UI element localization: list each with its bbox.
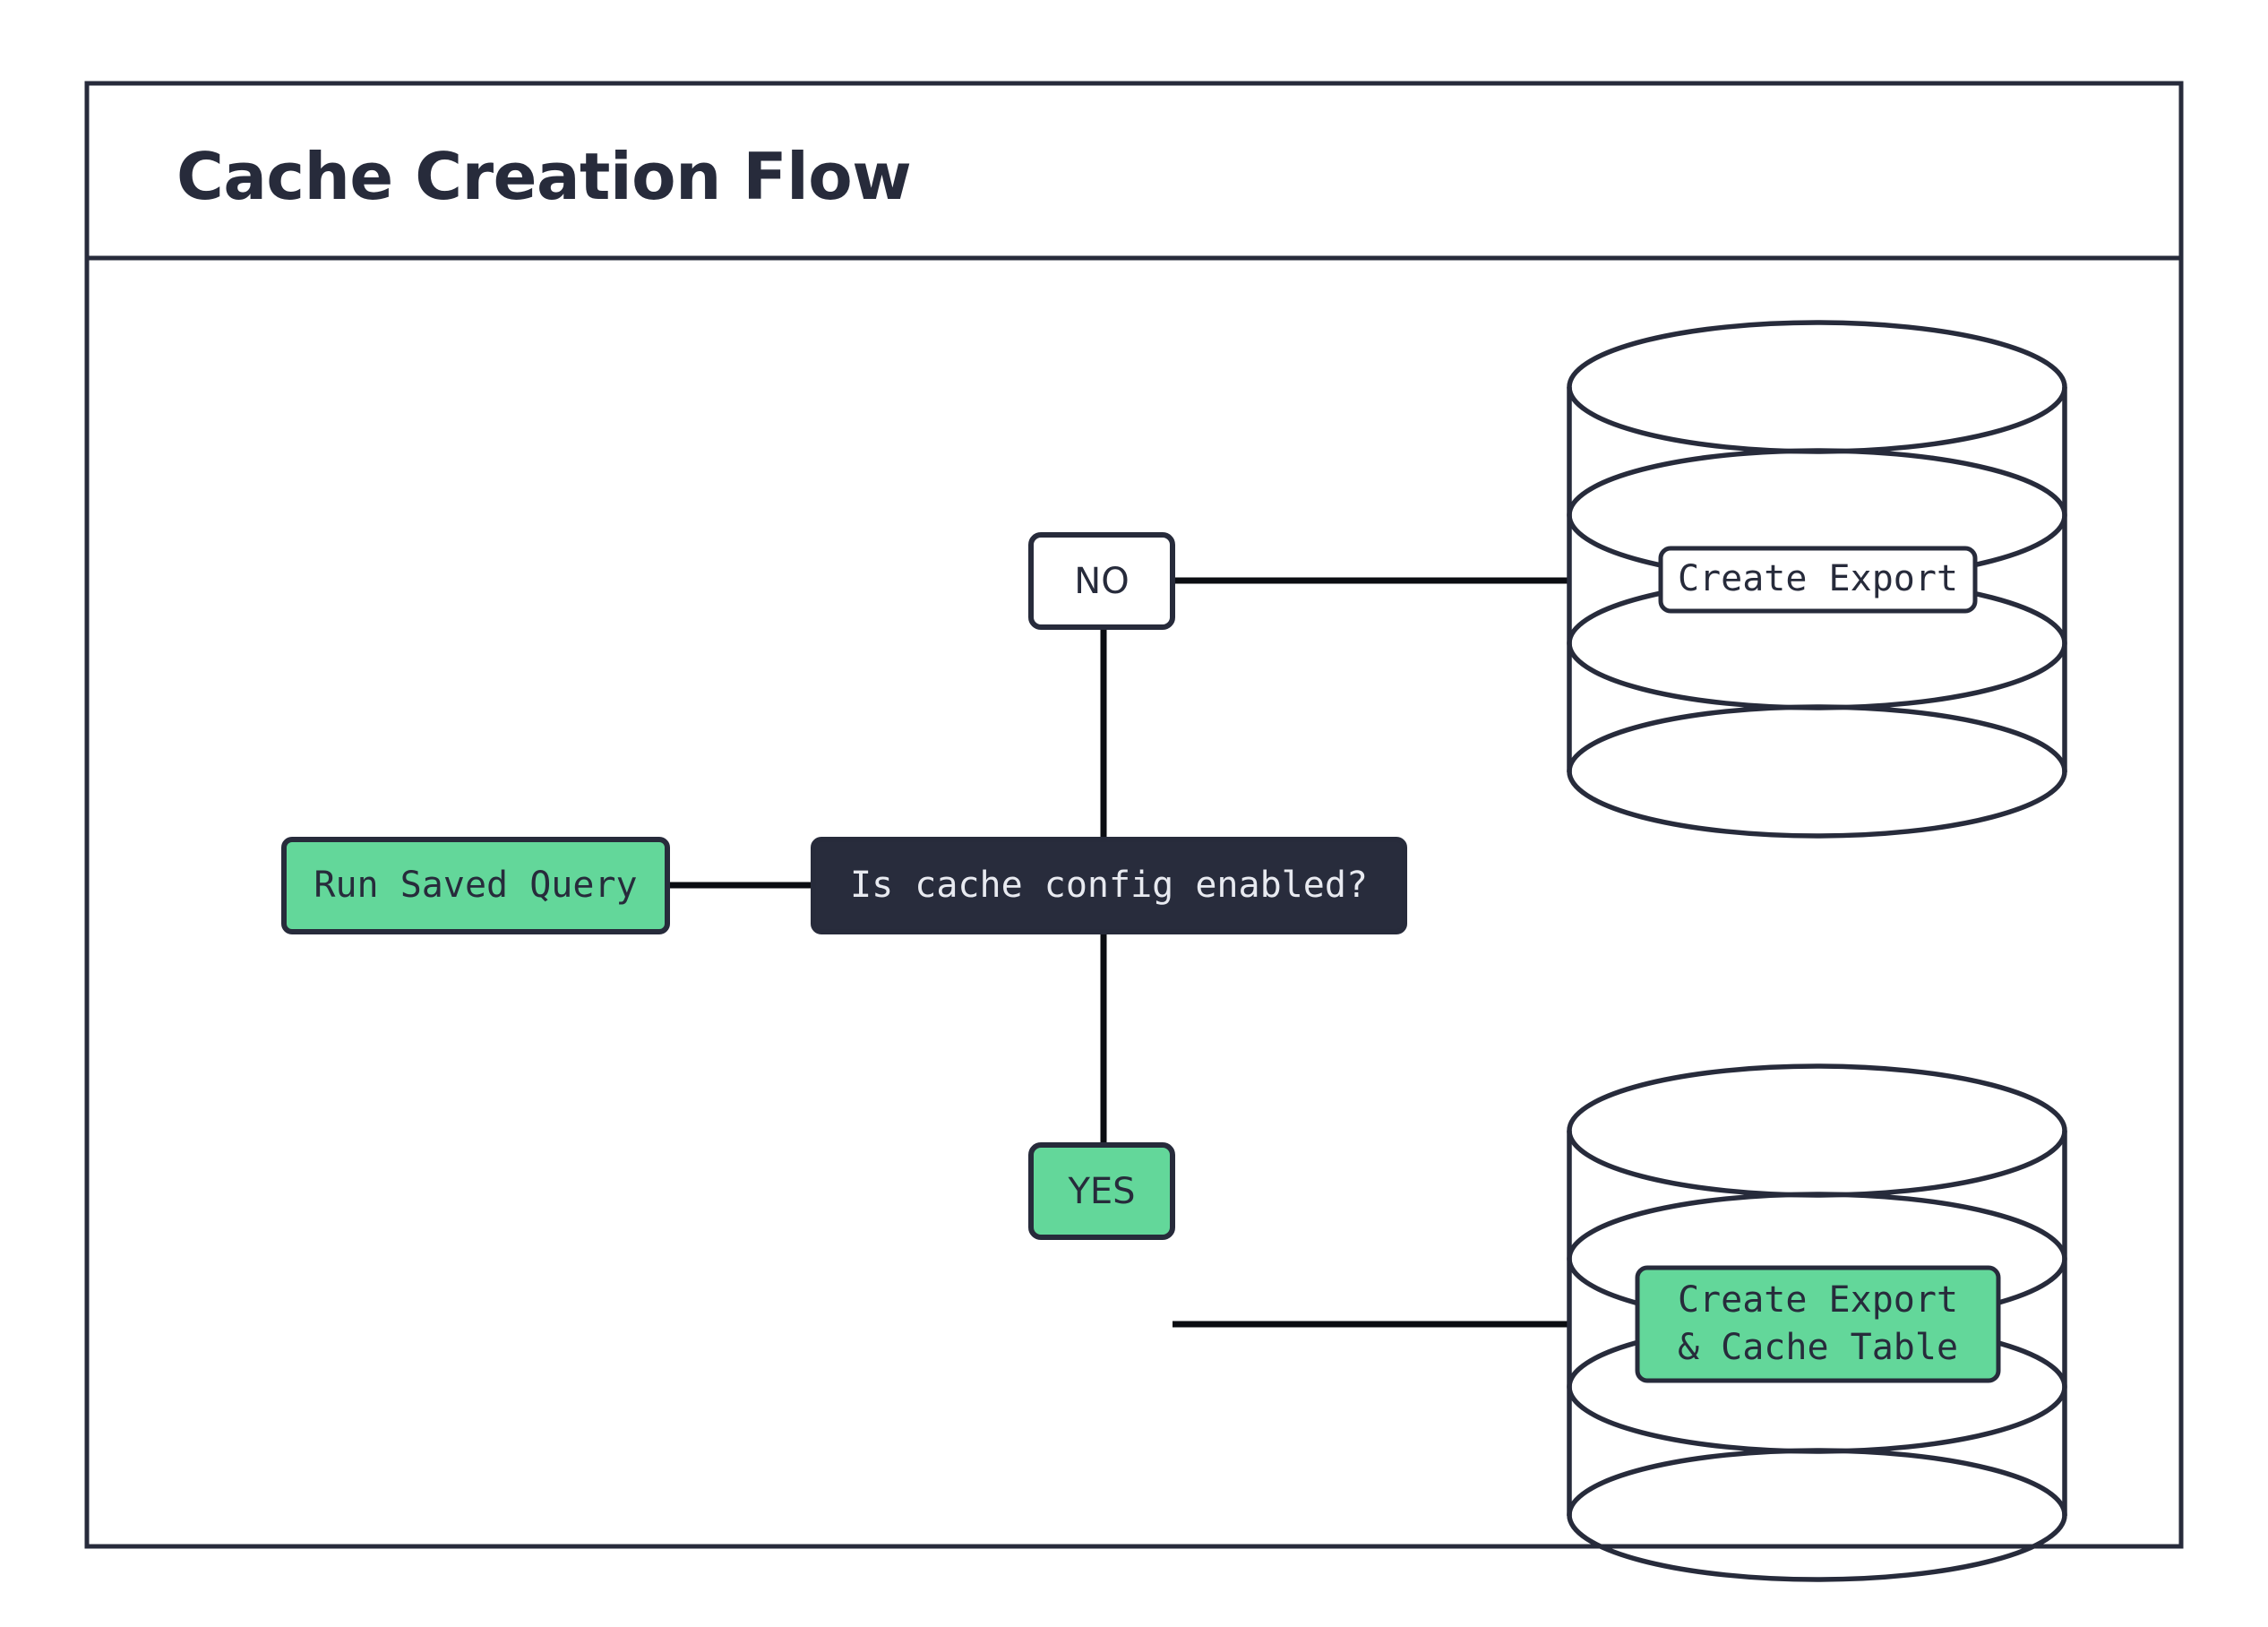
branch-no-box[interactable] (1028, 532, 1175, 630)
database-export-cache-label-line-2: & Cache Table (1678, 1327, 1958, 1368)
branch-yes-label: YES (1067, 1171, 1135, 1212)
database-export-cylinder: Create Export (1567, 320, 2067, 839)
branch-yes-box[interactable] (1028, 1142, 1175, 1240)
node-branch-no[interactable]: NO (1028, 532, 1175, 630)
database-export-cache-label-box (1635, 1265, 2001, 1383)
branch-no-label: NO (1074, 561, 1129, 602)
node-decision-cache-config[interactable]: Is cache config enabled? (811, 837, 1407, 934)
run-saved-query-label: Run Saved Query (314, 865, 637, 906)
decision-cache-config-label: Is cache config enabled? (850, 865, 1368, 906)
run-saved-query-box[interactable] (281, 837, 670, 934)
database-export-label-box (1658, 546, 1978, 614)
node-branch-yes[interactable]: YES (1028, 1142, 1175, 1240)
database-export-label: Create Export (1678, 558, 1958, 599)
decision-cache-config-box[interactable] (811, 837, 1407, 934)
database-export-cache-label-line-1: Create Export (1678, 1279, 1958, 1321)
database-export-cache-cylinder: Create Export & Cache Table (1567, 1063, 2067, 1582)
page-title: Cache Creation Flow (176, 139, 911, 214)
node-run-saved-query[interactable]: Run Saved Query (281, 837, 670, 934)
